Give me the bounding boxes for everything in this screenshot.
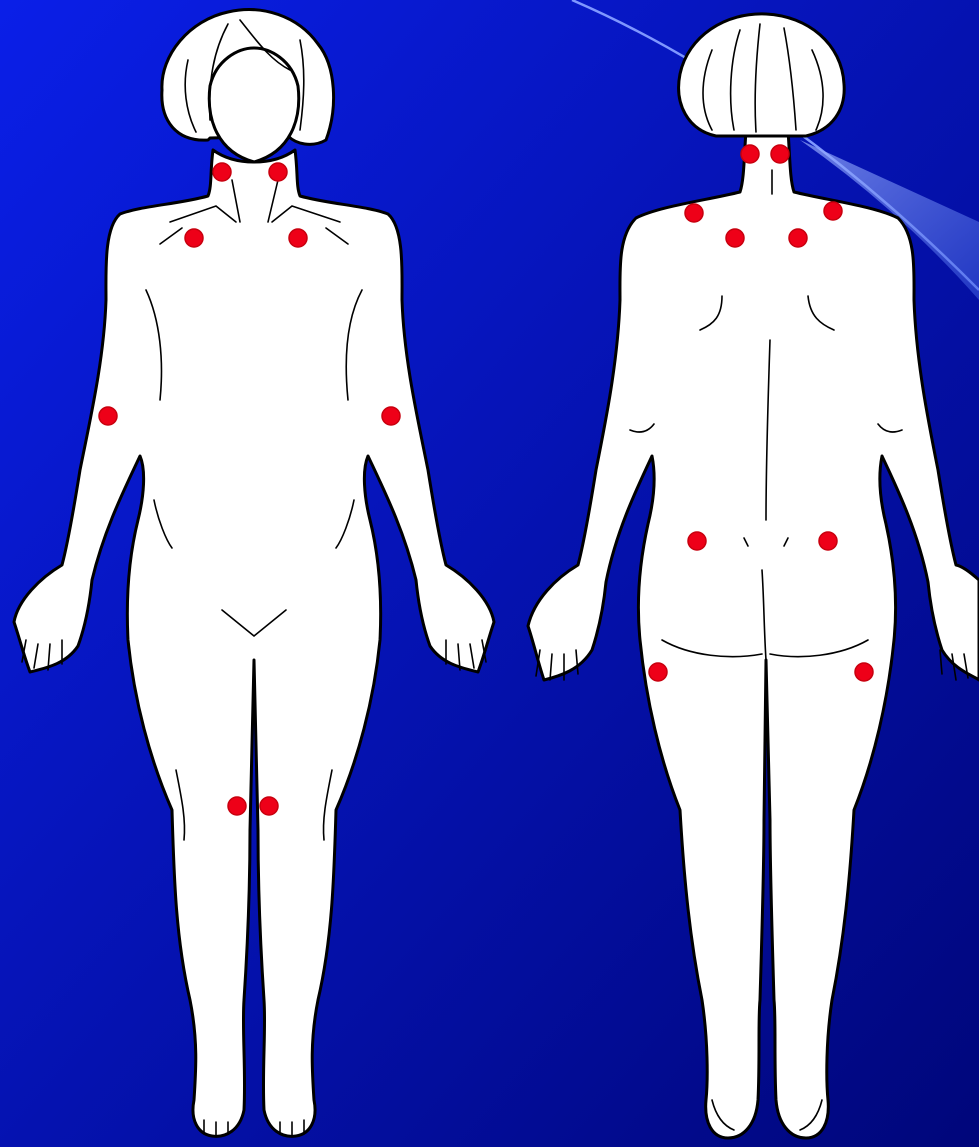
tender-point-back-gluteal-right [819, 532, 837, 550]
tender-point-back-gluteal-left [688, 532, 706, 550]
tender-point-back-supraspinatus-right [789, 229, 807, 247]
tender-point-front-elbow-left [99, 407, 117, 425]
tender-point-front-chest-right [289, 229, 307, 247]
tender-point-back-trapezius-left [685, 204, 703, 222]
tender-point-back-occiput-right [771, 145, 789, 163]
tender-point-front-neck-left [213, 163, 231, 181]
tender-point-front-chest-left [185, 229, 203, 247]
tender-point-front-knee-left [228, 797, 246, 815]
tender-point-back-occiput-left [741, 145, 759, 163]
tender-point-front-elbow-right [382, 407, 400, 425]
tender-point-front-neck-right [269, 163, 287, 181]
tender-point-back-hip-right [855, 663, 873, 681]
tender-point-back-hip-left [649, 663, 667, 681]
tender-point-back-trapezius-right [824, 202, 842, 220]
tender-point-front-knee-right [260, 797, 278, 815]
tender-point-back-supraspinatus-left [726, 229, 744, 247]
